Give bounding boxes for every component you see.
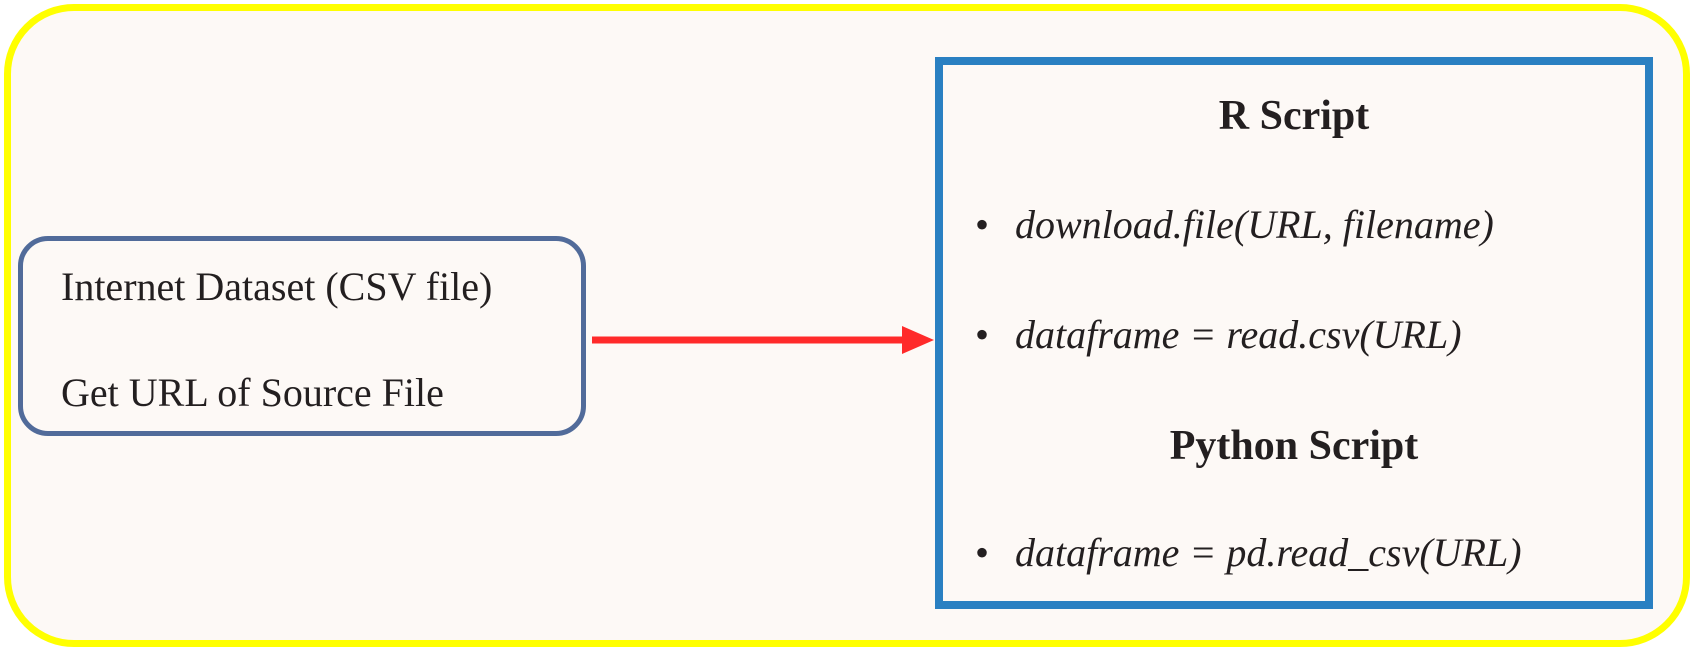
bullet-icon: • — [975, 530, 990, 575]
bullet-icon: • — [975, 312, 990, 357]
r-script-item: • download.file(URL, filename) — [975, 205, 1494, 245]
arrow-head — [902, 326, 934, 354]
python-script-item: • dataframe = pd.read_csv(URL) — [975, 533, 1522, 573]
r-script-title: R Script — [1218, 93, 1370, 139]
r-script-item-text: download.file(URL, filename) — [1015, 202, 1494, 247]
source-subtitle: Get URL of Source File — [61, 370, 444, 415]
flow-arrow — [592, 326, 934, 354]
bullet-icon: • — [975, 202, 990, 247]
script-box: R Script • download.file(URL, filename) •… — [935, 57, 1653, 609]
python-script-title: Python Script — [1169, 423, 1419, 469]
r-script-item-text: dataframe = read.csv(URL) — [1015, 312, 1462, 357]
source-box: Internet Dataset (CSV file) Get URL of S… — [18, 236, 586, 436]
python-script-item-text: dataframe = pd.read_csv(URL) — [1015, 530, 1522, 575]
r-script-item: • dataframe = read.csv(URL) — [975, 315, 1462, 355]
source-title: Internet Dataset (CSV file) — [61, 264, 493, 309]
